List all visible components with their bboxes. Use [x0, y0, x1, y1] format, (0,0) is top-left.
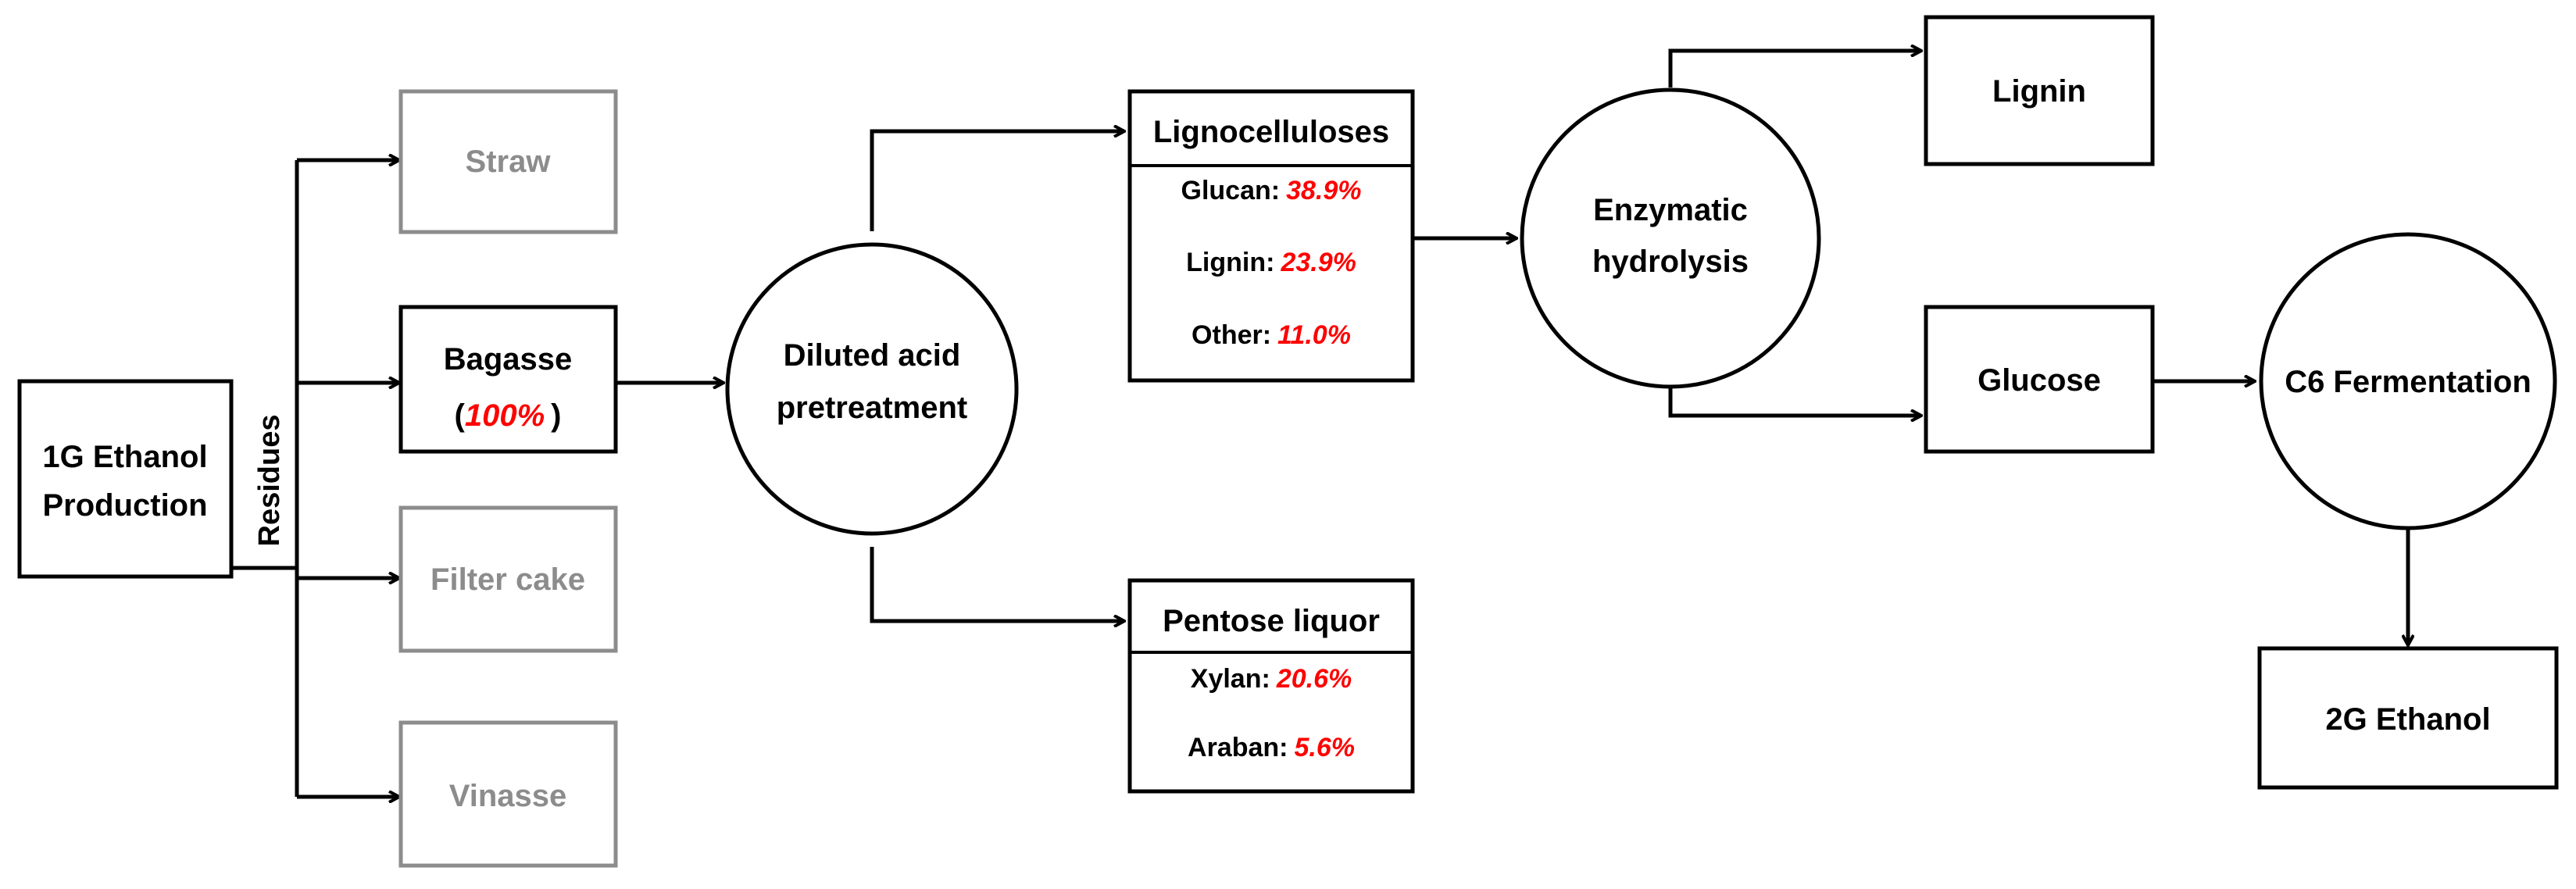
source-node: 1G Ethanol Production [17, 379, 234, 579]
fermentation-label: C6 Fermentation [2285, 365, 2531, 399]
bagasse-node: Bagasse (100%) [398, 305, 618, 454]
source-label-line2: Production [42, 488, 207, 523]
lignin-fraction-value: 23.9% [1280, 248, 1356, 277]
pretreatment-label-line2: pretreatment [777, 391, 968, 425]
product-label: 2G Ethanol [2325, 702, 2490, 737]
lignocelluloses-title: Lignocelluloses [1153, 115, 1389, 149]
lignocelluloses-node: Lignocelluloses Glucan:38.9% Lignin:23.9… [1127, 89, 1415, 383]
straw-node: Straw [398, 89, 618, 234]
other-value: 11.0% [1277, 320, 1351, 350]
hydrolysis-node: Enzymatic hydrolysis [1520, 87, 1821, 389]
vinasse-node: Vinasse [398, 720, 618, 868]
arrow-hydrolysis-to-lignin [1668, 51, 1920, 87]
vinasse-label: Vinasse [449, 779, 567, 813]
xylan-label: Xylan: [1191, 664, 1270, 694]
bagasse-share-open: ( [455, 398, 466, 433]
lignin-fraction-row: Lignin:23.9% [1186, 248, 1356, 277]
glucan-label: Glucan: [1181, 176, 1281, 205]
other-row: Other:11.0% [1192, 320, 1351, 350]
filter-cake-node: Filter cake [398, 505, 618, 653]
bagasse-share-close: ) [551, 398, 561, 433]
glucose-node: Glucose [1924, 305, 2155, 454]
glucose-label: Glucose [1978, 363, 2101, 398]
residues-label: Residues [253, 415, 286, 547]
other-label: Other: [1192, 320, 1271, 350]
pentose-liquor-node: Pentose liquor Xylan:20.6% Araban:5.6% [1127, 578, 1415, 794]
arrow-hydrolysis-to-glucose [1668, 387, 1920, 416]
glucan-value: 38.9% [1286, 176, 1361, 205]
pretreatment-label-line1: Diluted acid [784, 338, 961, 373]
bagasse-label: Bagasse [444, 342, 573, 377]
araban-row: Araban:5.6% [1188, 733, 1355, 762]
filter-cake-label: Filter cake [431, 562, 585, 597]
product-node: 2G Ethanol [2257, 646, 2559, 790]
straw-label: Straw [466, 145, 552, 179]
arrow-pretreatment-to-lignocelluloses [870, 131, 1124, 231]
araban-label: Araban: [1188, 733, 1288, 762]
pretreatment-node: Diluted acid pretreatment [725, 242, 1019, 536]
lignin-node: Lignin [1924, 15, 2155, 166]
fermentation-node: C6 Fermentation [2259, 232, 2557, 530]
lignin-label: Lignin [1992, 74, 2086, 109]
bagasse-share-row: (100%) [455, 398, 562, 433]
hydrolysis-label-line1: Enzymatic [1593, 193, 1748, 227]
xylan-value: 20.6% [1276, 664, 1352, 694]
arrow-pretreatment-to-pentose [870, 547, 1124, 621]
glucan-row: Glucan:38.9% [1181, 176, 1362, 205]
pentose-liquor-title: Pentose liquor [1163, 604, 1380, 638]
bagasse-share-value: 100% [465, 398, 545, 433]
source-label-line1: 1G Ethanol [42, 440, 207, 474]
xylan-row: Xylan:20.6% [1191, 664, 1352, 694]
hydrolysis-label-line2: hydrolysis [1592, 245, 1749, 279]
araban-value: 5.6% [1294, 733, 1355, 762]
lignin-fraction-label: Lignin: [1186, 248, 1274, 277]
